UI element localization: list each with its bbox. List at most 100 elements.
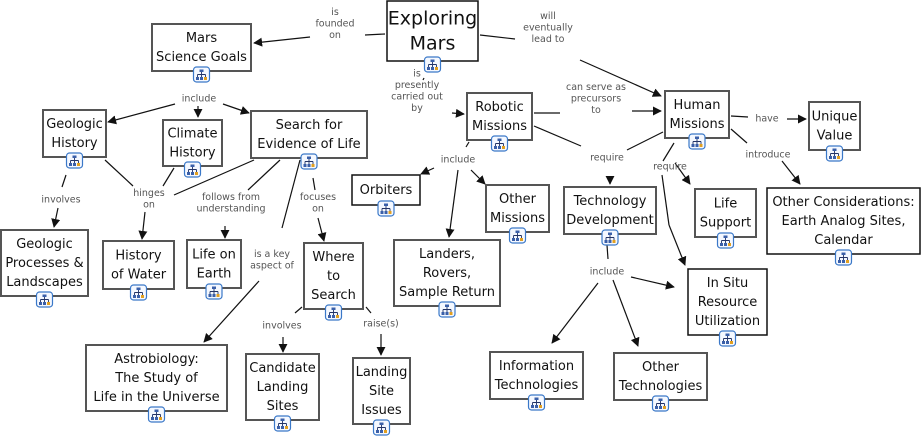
link-label[interactable]: require [653, 162, 687, 173]
submap-icon[interactable] [490, 135, 509, 152]
submap-icon[interactable] [324, 304, 343, 321]
submap-icon[interactable] [372, 419, 391, 436]
submap-icon[interactable] [825, 145, 844, 162]
connector-line [630, 276, 675, 290]
connector-line [281, 159, 301, 229]
connector-line [730, 115, 749, 118]
node-label-line: Landscapes [6, 275, 83, 290]
node-label-line: Development [566, 213, 654, 228]
submap-icon[interactable] [438, 301, 456, 318]
submap-icon[interactable] [183, 161, 202, 178]
submap-icon[interactable] [377, 200, 395, 217]
link-label[interactable]: require [590, 153, 624, 164]
link-label-line: is a key [254, 249, 290, 260]
concept-node-orbiters[interactable]: Orbiters [351, 174, 421, 217]
concept-node-othercons[interactable]: Other Considerations:Earth Analog Sites,… [766, 187, 921, 266]
submap-icon[interactable] [192, 66, 211, 83]
submap-icon[interactable] [718, 330, 737, 347]
submap-icon[interactable] [65, 152, 84, 169]
submap-icon[interactable] [716, 232, 735, 249]
concept-node-landers[interactable]: Landers,Rovers,Sample Return [393, 239, 501, 318]
link-label-line: lead to [532, 34, 565, 45]
submap-icon[interactable] [35, 291, 54, 308]
node-label-line: Technologies [494, 378, 579, 393]
link-label[interactable]: involves [262, 321, 301, 332]
link-label[interactable]: involves [41, 195, 80, 206]
connector-line [668, 224, 687, 266]
submap-icon[interactable] [273, 415, 292, 432]
link-label[interactable]: raise(s) [363, 319, 399, 330]
submap-icon[interactable] [527, 394, 546, 411]
submap-icon[interactable] [601, 229, 619, 246]
node-label-line: In Situ [707, 276, 748, 291]
link-label[interactable]: have [755, 114, 778, 125]
connector-line [222, 103, 250, 115]
connector-line [138, 211, 148, 240]
node-label-line: Earth [197, 267, 232, 282]
node-label-line: Where [312, 250, 354, 265]
link-label[interactable]: include [441, 155, 476, 166]
link-label[interactable]: include [182, 94, 217, 105]
submap-icon[interactable] [834, 249, 853, 266]
submap-icon[interactable] [129, 284, 148, 301]
submap-icon[interactable] [508, 227, 527, 244]
node-label-line: Missions [490, 211, 545, 226]
submap-icon[interactable] [688, 133, 706, 150]
connector-line [533, 125, 582, 147]
submap-icon[interactable] [300, 153, 318, 170]
node-label-line: Science Goals [156, 50, 247, 65]
link-label-line: by [411, 103, 423, 114]
link-label[interactable]: include [590, 267, 625, 278]
node-label-line: Search [311, 288, 356, 303]
link-label-line: will [540, 11, 556, 22]
connector-line [247, 159, 281, 191]
node-label-line: Missions [472, 119, 527, 134]
submap-icon[interactable] [423, 56, 442, 73]
link-label-line: is [413, 68, 421, 79]
node-label-line: Utilization [695, 314, 760, 329]
connector-line [470, 169, 486, 185]
connector-line [294, 306, 303, 314]
link-label-line: introduce [745, 150, 790, 161]
submap-icon[interactable] [651, 395, 670, 412]
node-label-line: Exploring [388, 8, 477, 30]
link-label[interactable]: introduce [745, 150, 790, 161]
node-box [250, 110, 368, 159]
link-label-line: aspect of [250, 260, 294, 271]
submap-icon[interactable] [205, 283, 223, 300]
connector-line [451, 108, 465, 118]
node-label-line: Technology [573, 194, 647, 209]
submap-icon[interactable] [147, 406, 166, 423]
